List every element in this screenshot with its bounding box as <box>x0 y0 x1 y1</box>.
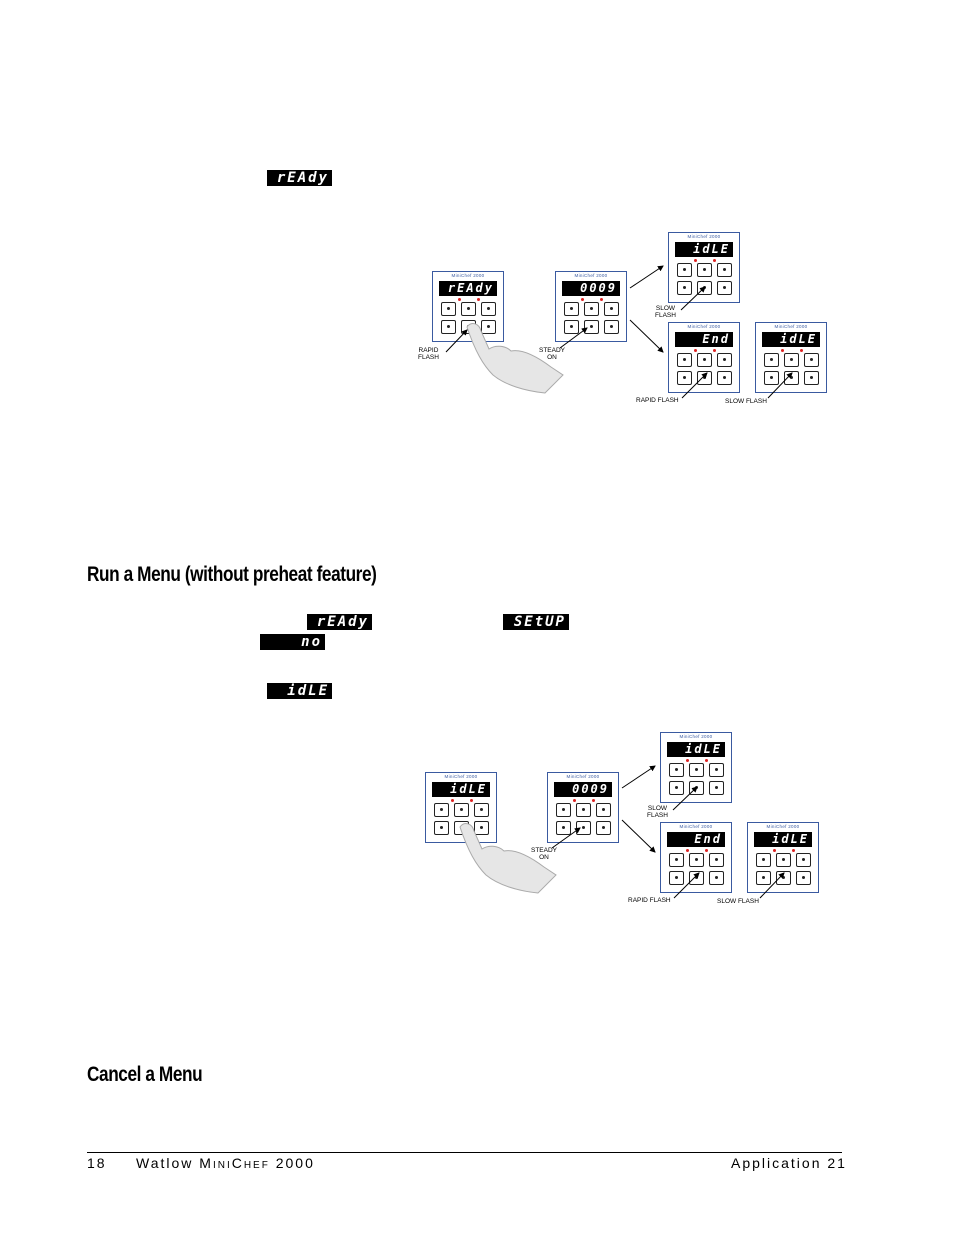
controller-end: MiniChef 2000 End <box>660 822 732 893</box>
controller-display: idLE <box>754 832 812 847</box>
inline-display-no: no <box>260 634 325 650</box>
controller-count: MiniChef 2000 0009 <box>555 271 627 342</box>
controller-display: End <box>675 332 733 347</box>
controller-brand: MiniChef 2000 <box>766 824 800 829</box>
controller-start: MiniChef 2000 idLE <box>425 772 497 843</box>
controller-brand: MiniChef 2000 <box>451 273 485 278</box>
controller-brand: MiniChef 2000 <box>774 324 808 329</box>
controller-idle-top: MiniChef 2000 idLE <box>668 232 740 303</box>
label-steady-on: STEADY ON <box>539 347 566 361</box>
controller-idle-bottom: MiniChef 2000 idLE <box>747 822 819 893</box>
controller-brand: MiniChef 2000 <box>566 774 600 779</box>
controller-display: idLE <box>432 782 490 797</box>
controller-brand: MiniChef 2000 <box>444 774 478 779</box>
controller-display: idLE <box>675 242 733 257</box>
controller-brand: MiniChef 2000 <box>574 273 608 278</box>
inline-display-ready: rEAdy <box>267 170 332 186</box>
controller-idle-bottom: MiniChef 2000 idLE <box>755 322 827 393</box>
controller-display: 0009 <box>554 782 612 797</box>
footer-page-number: 18 <box>87 1155 107 1171</box>
diagram-arrows <box>445 265 793 399</box>
label-rapid-flash: RAPID FLASH <box>418 347 439 361</box>
inline-display-idle: idLE <box>267 683 332 699</box>
label-slow-flash: SLOW FLASH <box>717 898 759 905</box>
controller-display: idLE <box>667 742 725 757</box>
label-slow-flash: SLOW FLASH <box>725 398 767 405</box>
controller-display: End <box>667 832 725 847</box>
footer-divider <box>87 1152 842 1153</box>
controller-idle-top: MiniChef 2000 idLE <box>660 732 732 803</box>
controller-brand: MiniChef 2000 <box>687 234 721 239</box>
footer-application: Application 21 <box>731 1155 847 1171</box>
controller-brand: MiniChef 2000 <box>687 324 721 329</box>
controller-display: rEAdy <box>439 281 497 296</box>
controller-display: idLE <box>762 332 820 347</box>
section-heading: Cancel a Menu <box>87 1063 203 1086</box>
controller-brand: MiniChef 2000 <box>679 824 713 829</box>
inline-display-ready: rEAdy <box>307 614 372 630</box>
controller-brand: MiniChef 2000 <box>679 734 713 739</box>
label-steady-on: STEADY ON <box>531 847 558 861</box>
controller-end: MiniChef 2000 End <box>668 322 740 393</box>
label-rapid-flash: RAPID FLASH <box>628 897 671 904</box>
controller-display: 0009 <box>562 281 620 296</box>
inline-display-setup: SEtUP <box>503 614 569 630</box>
controller-count: MiniChef 2000 0009 <box>547 772 619 843</box>
hand-pressing-icon <box>459 823 557 894</box>
label-rapid-flash: RAPID FLASH <box>636 397 679 404</box>
label-slow-flash: SLOW FLASH <box>647 805 668 819</box>
section-heading: Run a Menu (without preheat feature) <box>87 563 377 586</box>
label-slow-flash: SLOW FLASH <box>655 305 676 319</box>
diagram-arrows <box>551 765 785 899</box>
footer-manual-title: Watlow MiniChef 2000 <box>136 1155 315 1171</box>
hand-pressing-icon <box>466 323 564 394</box>
